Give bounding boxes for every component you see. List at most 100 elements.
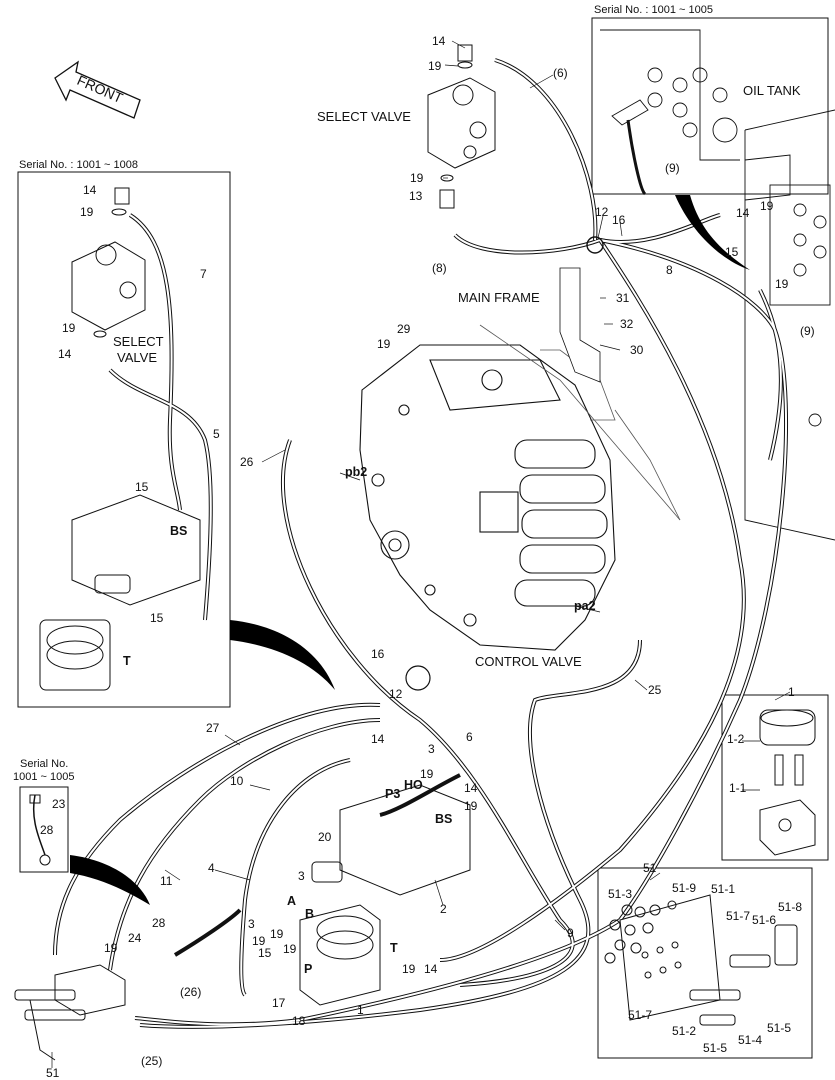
callout: 14 bbox=[464, 781, 478, 795]
callout: 17 bbox=[272, 996, 286, 1010]
hoses-inner bbox=[54, 59, 788, 1028]
callout: 19 bbox=[283, 942, 297, 956]
callout: 51-4 bbox=[738, 1033, 763, 1047]
callout: 23 bbox=[52, 797, 66, 811]
port-ho: HO bbox=[404, 778, 423, 792]
oil-tank-label: OIL TANK bbox=[743, 83, 801, 98]
callout: 24 bbox=[128, 931, 142, 945]
callout: 10 bbox=[230, 774, 244, 788]
callout: 51-5 bbox=[703, 1041, 728, 1055]
callout: (8) bbox=[432, 261, 447, 275]
select-valve-label: SELECT VALVE bbox=[317, 109, 411, 124]
port-a: A bbox=[287, 894, 297, 908]
select-valve-inset bbox=[71, 187, 146, 338]
inset-box-right-51 bbox=[597, 867, 813, 1059]
callout: 51-7 bbox=[726, 909, 751, 923]
callout: 20 bbox=[318, 830, 332, 844]
callout: 14 bbox=[371, 732, 385, 746]
serial-label-small-left: Serial No. bbox=[20, 758, 69, 770]
inset-right-1-parts bbox=[759, 709, 816, 856]
serial-label-left: Serial No. : 1001 ~ 1008 bbox=[19, 159, 138, 171]
callout: 15 bbox=[150, 611, 164, 625]
inset-solenoid-block bbox=[39, 494, 201, 691]
port-p: P bbox=[304, 962, 313, 976]
port-pb2: pb2 bbox=[345, 465, 368, 479]
leader-lines bbox=[51, 40, 791, 1068]
callout: 19 bbox=[270, 927, 284, 941]
callout: 6 bbox=[466, 730, 473, 744]
callout: 19 bbox=[402, 962, 416, 976]
callout: (25) bbox=[141, 1054, 163, 1068]
callout: (26) bbox=[180, 985, 202, 999]
callout: 19 bbox=[62, 321, 76, 335]
callout: 18 bbox=[292, 1014, 306, 1028]
callout: 19 bbox=[420, 767, 434, 781]
callout: 2 bbox=[440, 902, 447, 916]
port-bs-inset: BS bbox=[170, 524, 188, 538]
callout: 19 bbox=[428, 59, 442, 73]
callout: 51 bbox=[643, 861, 657, 875]
inset-right-51-parts bbox=[604, 894, 798, 1026]
port-p3: P3 bbox=[385, 787, 401, 801]
swoosh-arrow-lower bbox=[70, 855, 150, 905]
callout: 30 bbox=[630, 343, 644, 357]
callout: 28 bbox=[152, 916, 166, 930]
oil-tank-outline bbox=[744, 109, 835, 541]
callout: 19 bbox=[80, 205, 94, 219]
callout: 19 bbox=[104, 941, 118, 955]
inset-box-right-1 bbox=[721, 694, 829, 861]
select-valve-main bbox=[427, 44, 496, 209]
callout: 19 bbox=[760, 199, 774, 213]
callout: 51 bbox=[46, 1066, 60, 1080]
callout: 19 bbox=[464, 799, 478, 813]
lower-solenoid-block bbox=[299, 784, 471, 1006]
control-valve-body bbox=[359, 344, 616, 651]
callout: 12 bbox=[595, 205, 609, 219]
callout: 1-2 bbox=[727, 732, 745, 746]
callout: 8 bbox=[666, 263, 673, 277]
callout: 14 bbox=[736, 206, 750, 220]
callout: 3 bbox=[428, 742, 435, 756]
callout: 15 bbox=[725, 245, 739, 259]
callout: 3 bbox=[248, 917, 255, 931]
callout: 25 bbox=[648, 683, 662, 697]
callout: 13 bbox=[409, 189, 423, 203]
callout: 51-8 bbox=[778, 900, 803, 914]
port-b: B bbox=[305, 907, 315, 921]
callout: 51-6 bbox=[752, 913, 777, 927]
callout: 27 bbox=[206, 721, 220, 735]
callout: 26 bbox=[240, 455, 254, 469]
callout: 51-7 bbox=[628, 1008, 653, 1022]
front-arrow bbox=[54, 60, 141, 119]
clamp-12-lower bbox=[405, 665, 431, 691]
callout: 15 bbox=[258, 946, 272, 960]
inset-small-left-parts bbox=[29, 794, 51, 866]
main-frame-label: MAIN FRAME bbox=[458, 290, 540, 305]
callout: 32 bbox=[620, 317, 634, 331]
callout: 51-2 bbox=[672, 1024, 697, 1038]
callout: 9 bbox=[567, 926, 574, 940]
inset-box-left bbox=[17, 171, 231, 708]
inset-top-right-parts bbox=[600, 29, 740, 196]
serial-label-top-right: Serial No. : 1001 ~ 1005 bbox=[594, 4, 713, 16]
manifold-51 bbox=[14, 964, 126, 1061]
callout: 4 bbox=[208, 861, 215, 875]
callout: 1-1 bbox=[729, 781, 747, 795]
port-pa2: pa2 bbox=[574, 599, 596, 613]
callout: 31 bbox=[616, 291, 630, 305]
callout: 14 bbox=[83, 183, 97, 197]
callout: 14 bbox=[424, 962, 438, 976]
port-t: T bbox=[390, 941, 398, 955]
callout: 16 bbox=[612, 213, 626, 227]
callout: 12 bbox=[389, 687, 403, 701]
callout: 19 bbox=[252, 934, 266, 948]
callout: (6) bbox=[553, 66, 568, 80]
swoosh-arrow-right bbox=[675, 195, 750, 270]
select-valve-inset-label-2: VALVE bbox=[117, 350, 157, 365]
callout: 51-3 bbox=[608, 887, 633, 901]
select-valve-inset-label-1: SELECT bbox=[113, 334, 164, 349]
port-t-inset: T bbox=[123, 654, 131, 668]
callout: (9) bbox=[800, 324, 815, 338]
callout: 15 bbox=[135, 480, 149, 494]
